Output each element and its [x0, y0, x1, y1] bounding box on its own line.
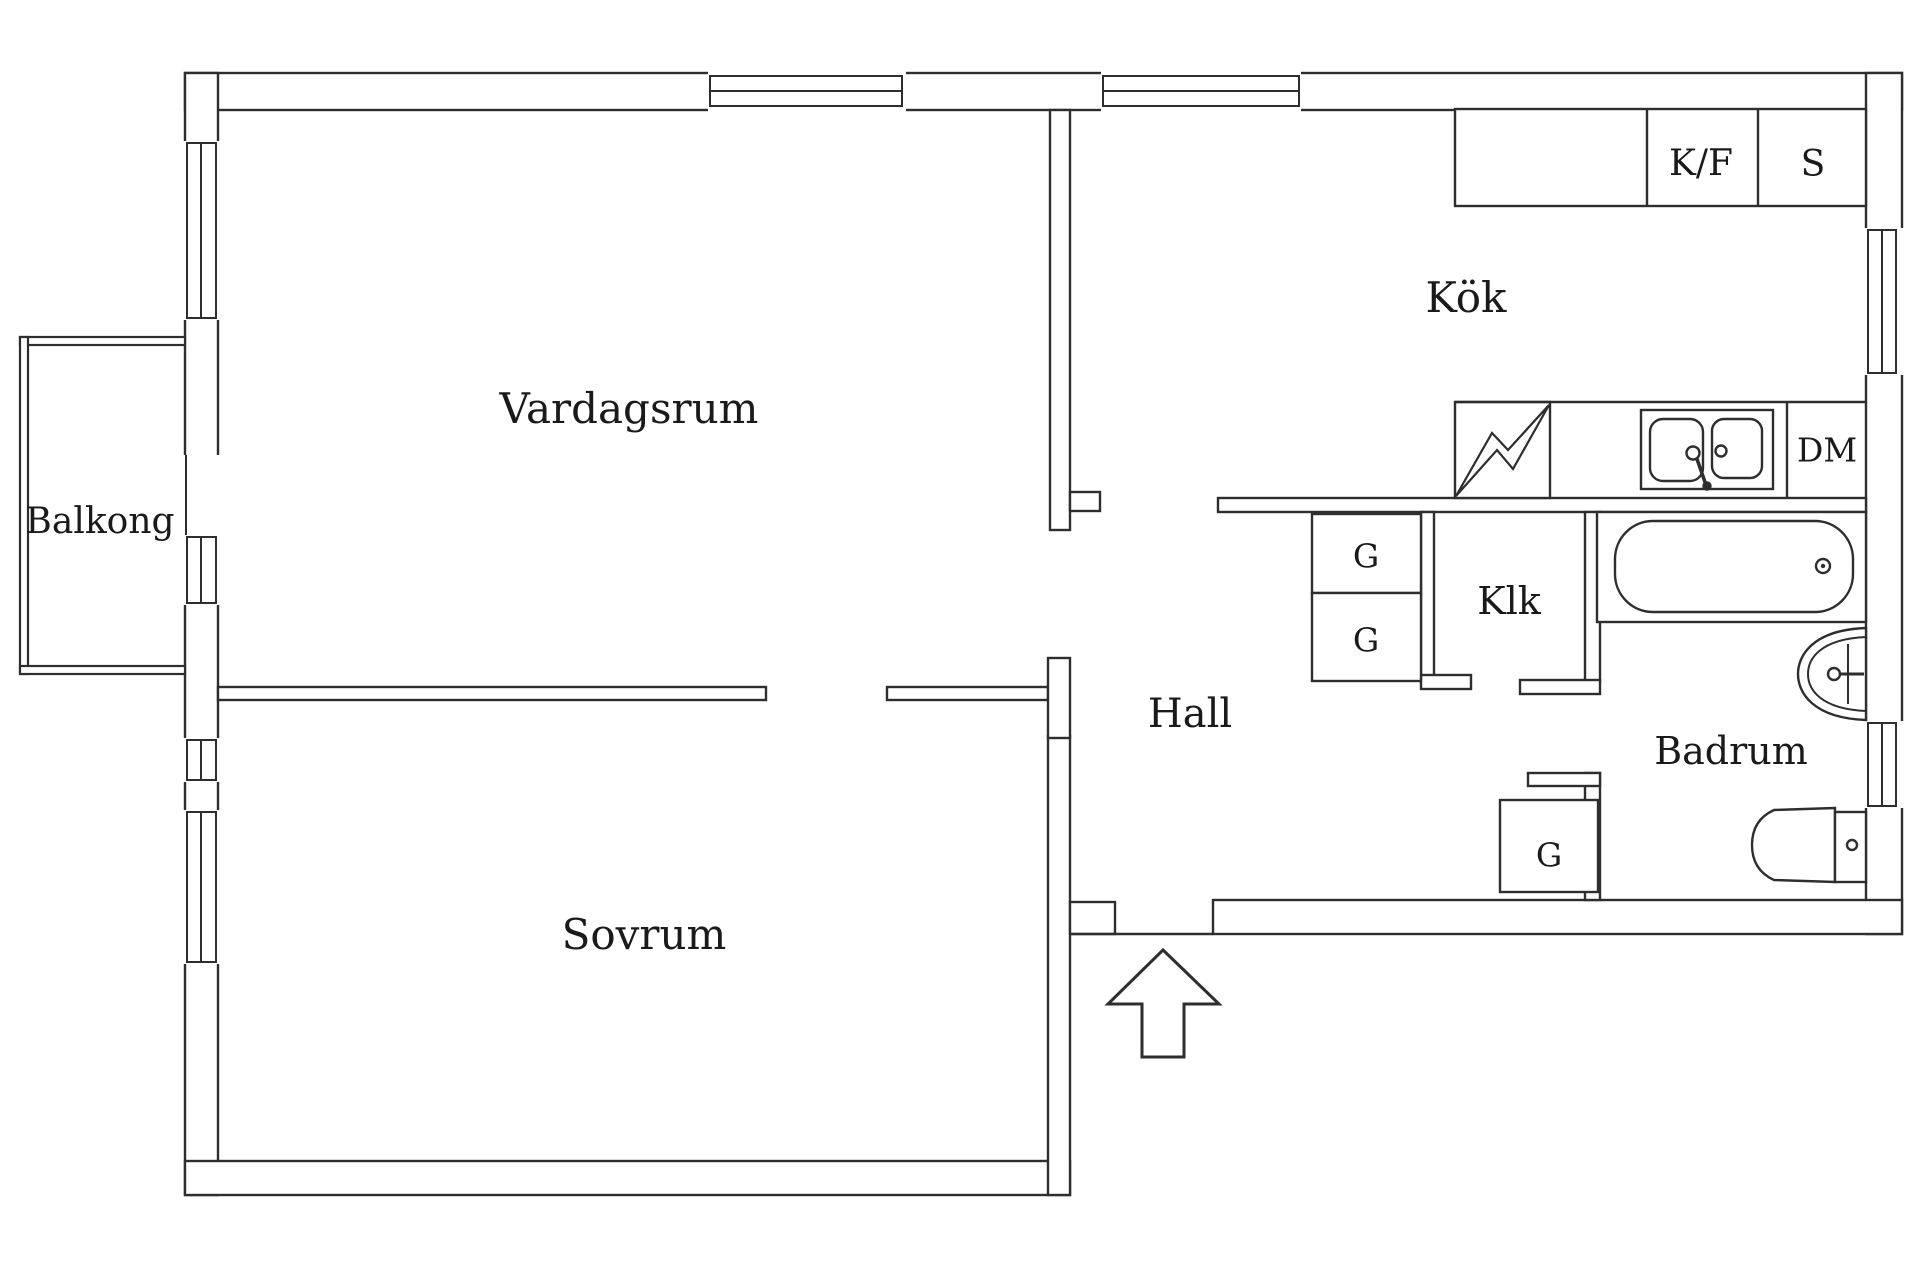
room-label-living-room: Vardagsrum [499, 384, 759, 433]
room-label-hall: Hall [1147, 691, 1233, 737]
wardrobe-box-2 [1310, 591, 1423, 683]
kitchen-counter-cabinet [1453, 107, 1868, 208]
window-top-living-room [709, 75, 903, 107]
room-label-closet: Klk [1477, 579, 1541, 623]
wall-closet-left-foot [1419, 673, 1473, 691]
wall-closet-left [1419, 510, 1436, 684]
window-left-living-room [186, 142, 217, 319]
wall-closet-right-foot [1518, 678, 1602, 696]
kitchen-sink-icon [1639, 408, 1775, 491]
room-label-bedroom: Sovrum [561, 910, 727, 959]
window-left-bedroom-lower [186, 811, 217, 963]
bathroom-fixtures [1595, 510, 1868, 884]
wall-kitchen-bottom [1216, 496, 1868, 514]
balcony-walls [18, 335, 187, 676]
wardrobe-label-2: G [1352, 620, 1380, 660]
wall-kitchen-door-jamb [1068, 490, 1102, 513]
wall-entry-step [1068, 900, 1117, 936]
window-left-bedroom-upper [186, 739, 217, 781]
entry-arrow-icon [1104, 947, 1223, 1059]
wall-bathroom-stub-top [1526, 771, 1602, 788]
wardrobe-box-1 [1310, 512, 1423, 595]
wall-livingroom-bedroom-right [885, 685, 1050, 702]
toilet-icon [1750, 806, 1868, 884]
washbasin-icon [1796, 626, 1868, 722]
room-label-balcony: Balkong [25, 501, 175, 542]
wall-bedroom-right [1046, 734, 1072, 1197]
wardrobes [1310, 512, 1600, 894]
kitchen-cabinet-row [1453, 107, 1868, 208]
balcony-wall-top [18, 335, 187, 347]
window-right-kitchen [1867, 229, 1897, 374]
wardrobe-label-3: G [1535, 835, 1563, 875]
wall-hall-tbar [1046, 656, 1072, 740]
wall-livingroom-bedroom-left [216, 685, 768, 702]
bathtub-icon [1595, 510, 1868, 624]
window-top-kitchen [1102, 75, 1300, 107]
wall-bedroom-bottom [183, 1159, 1072, 1197]
wardrobe-box-3 [1498, 798, 1600, 894]
room-label-bathroom: Badrum [1654, 729, 1808, 773]
window-right-bathroom [1867, 722, 1897, 807]
room-label-kitchen: Kök [1425, 273, 1507, 322]
appliance-label-pantry: S [1800, 144, 1826, 185]
kitchen-fixtures [1453, 107, 1868, 500]
wall-top [183, 71, 1904, 112]
wall-livingroom-kitchen [1048, 108, 1072, 532]
wardrobe-label-1: G [1352, 536, 1380, 576]
walls [183, 71, 1904, 1197]
appliance-label-dishwasher: DM [1796, 430, 1858, 470]
windows [183, 71, 1904, 964]
stove-icon [1453, 400, 1552, 500]
wall-hall-bottom [1211, 898, 1904, 936]
balcony-wall-bottom [18, 664, 187, 676]
appliance-label-fridge-freezer: K/F [1668, 143, 1734, 184]
window-left-small [186, 536, 217, 604]
